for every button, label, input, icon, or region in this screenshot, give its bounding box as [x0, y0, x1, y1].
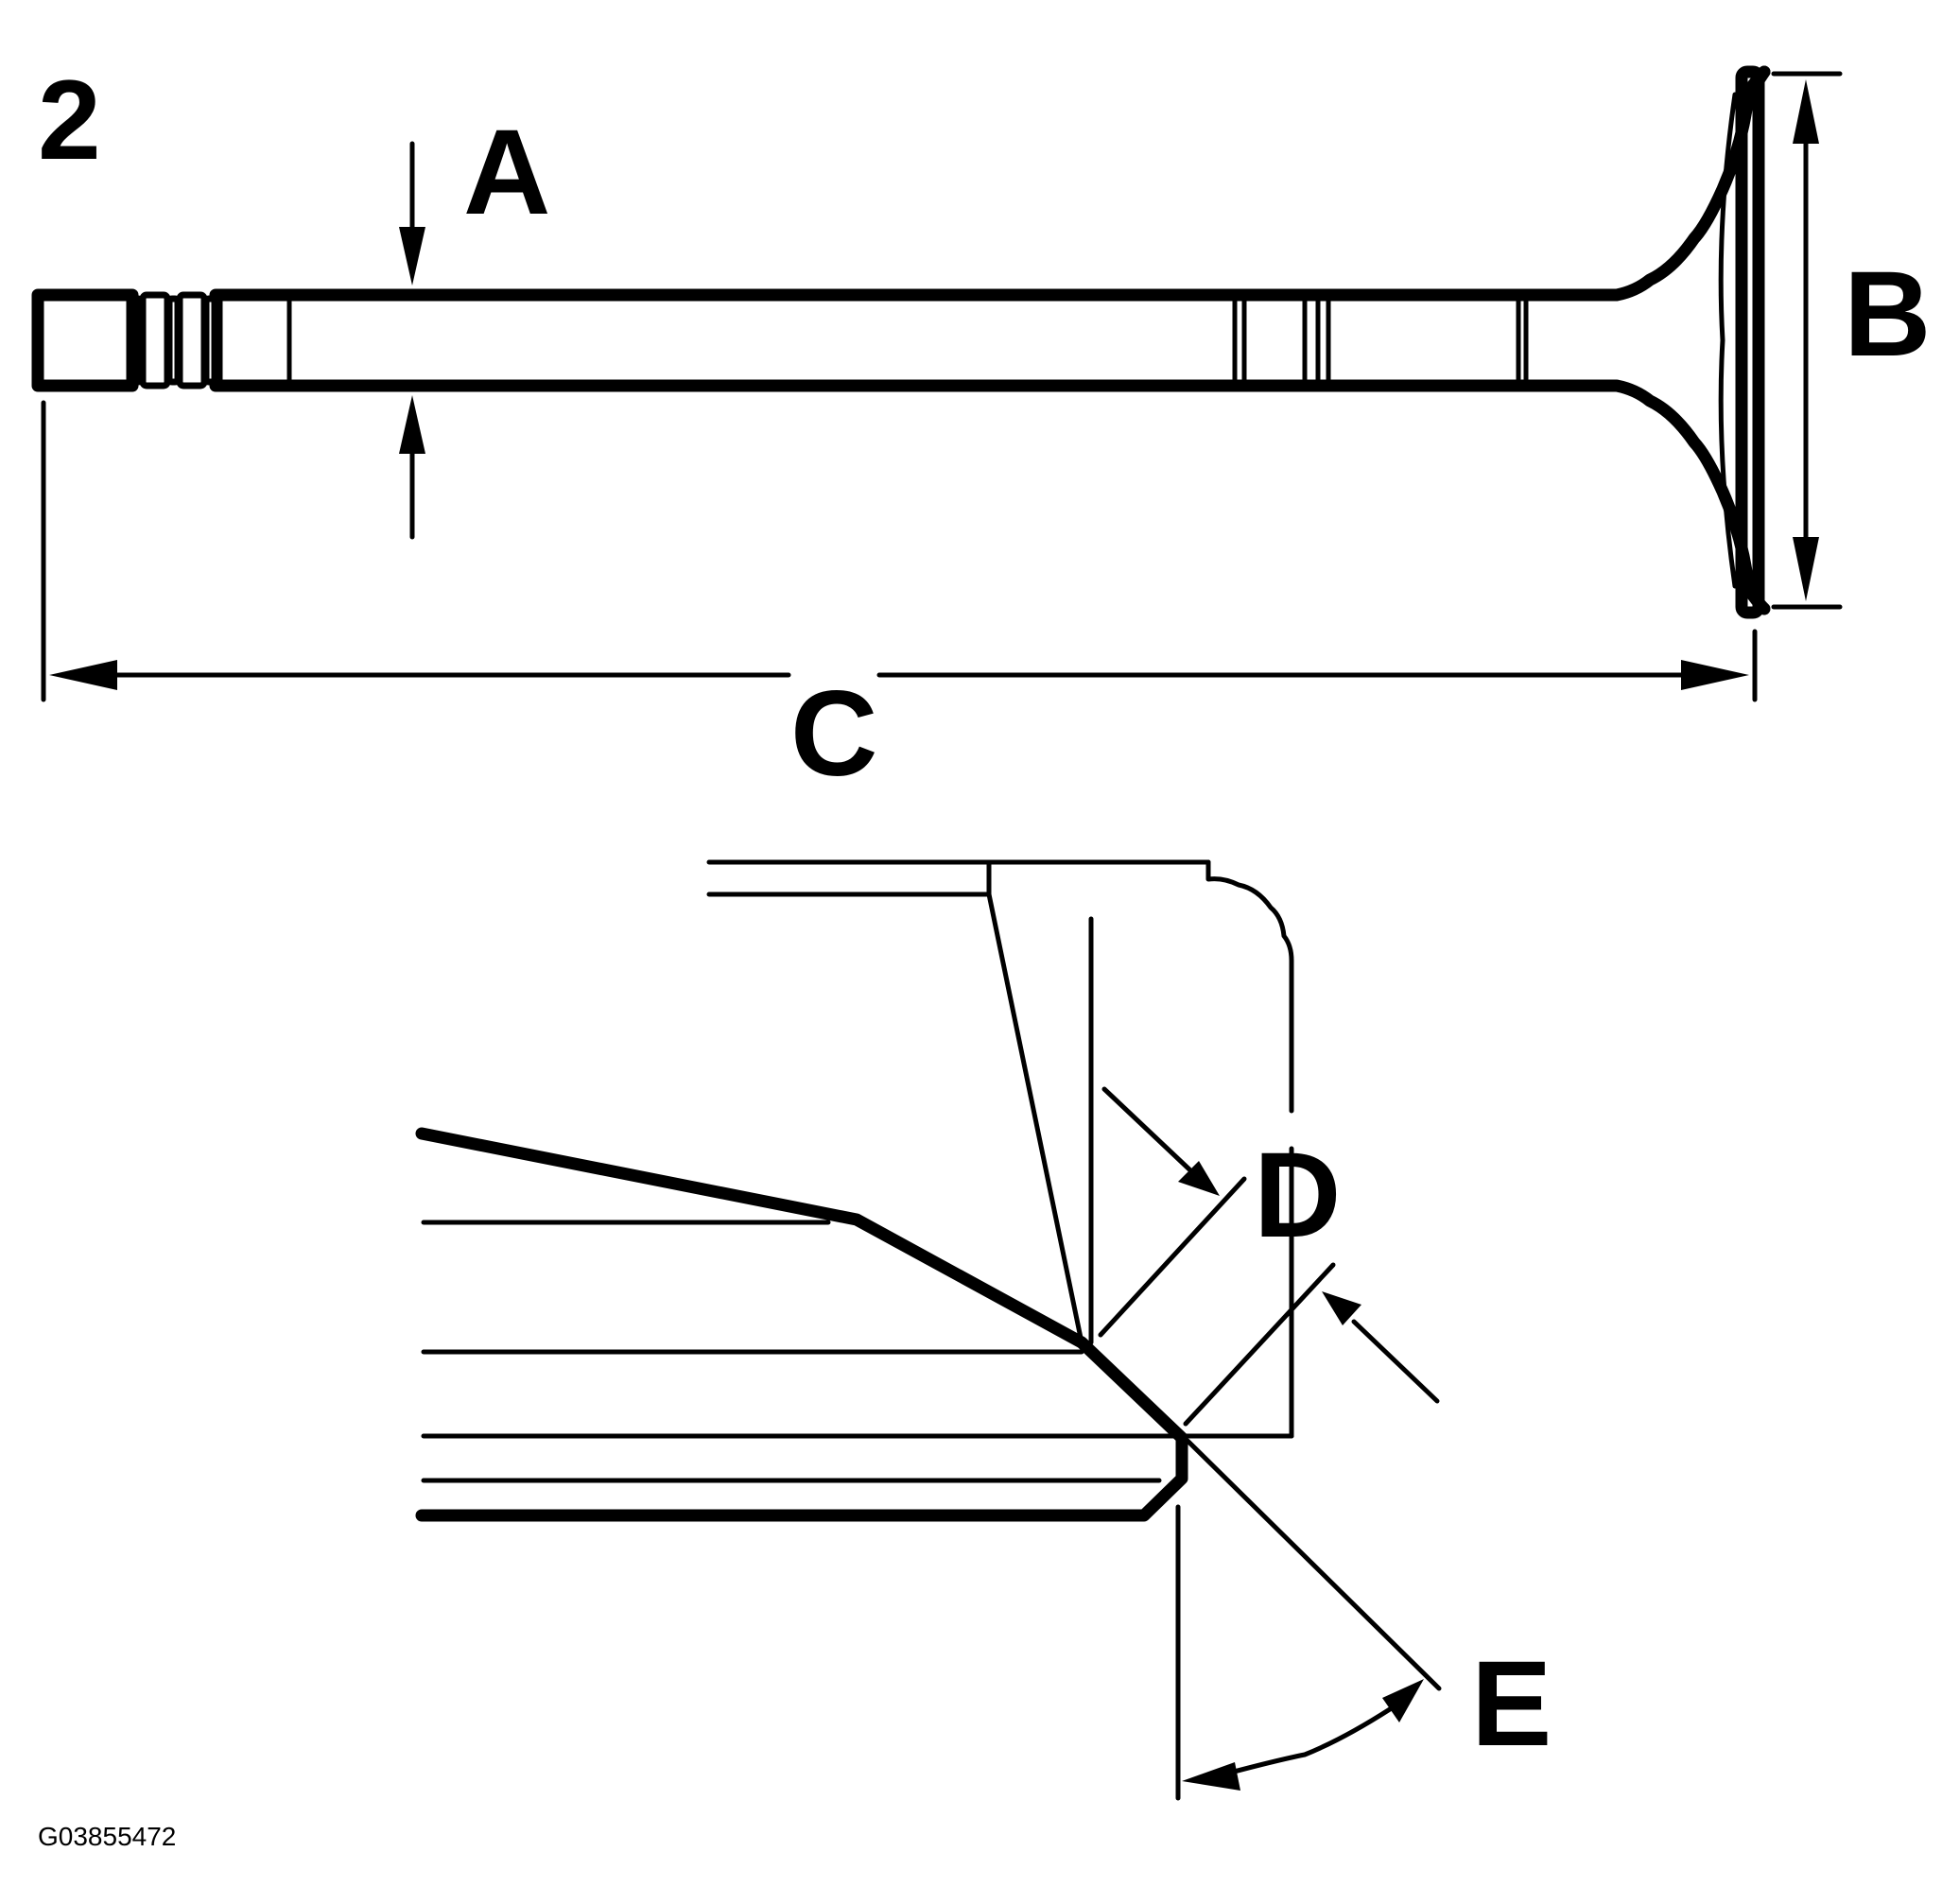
label-d: D: [1254, 1128, 1341, 1263]
dimension-e: E: [1175, 1438, 1552, 1801]
valve-side-view: [31, 65, 1771, 619]
reference-code: G03855472: [38, 1822, 176, 1851]
dimension-b: B: [1771, 71, 1931, 610]
valve-stem: [209, 65, 1771, 615]
figure-number: 2: [38, 57, 101, 183]
valve-head: [1718, 65, 1771, 619]
dimension-c: C: [41, 400, 1758, 802]
label-a: A: [463, 105, 550, 240]
label-e: E: [1471, 1636, 1552, 1772]
label-c: C: [790, 666, 877, 802]
valve-face-detail: [415, 859, 1294, 1522]
keeper-grooves: [129, 291, 218, 389]
valve-stem-tip: [31, 288, 139, 392]
label-b: B: [1844, 247, 1931, 382]
dimension-a: A: [399, 105, 550, 540]
dimension-d: D: [1098, 1086, 1440, 1427]
